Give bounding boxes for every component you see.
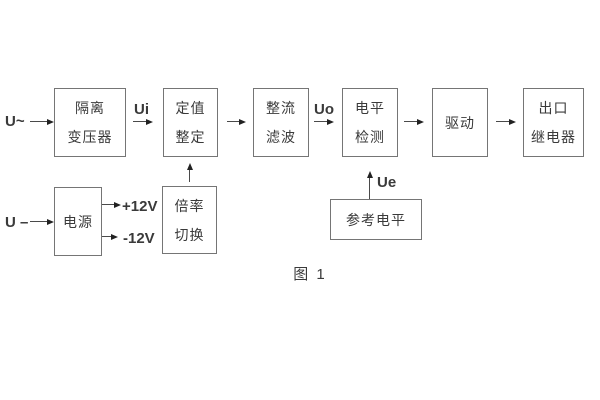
block-label: 参考电平 [346, 211, 406, 228]
block-label: 变压器 [67, 129, 113, 145]
block-label: 出口 [538, 100, 569, 116]
block-label: 滤波 [266, 129, 296, 145]
block-label: 电源 [63, 213, 93, 230]
block-level-detect: 电平 检测 [342, 88, 398, 157]
block-setting-adjust: 定值 整定 [163, 88, 218, 157]
arrow-ratio-to-setting-icon [187, 163, 194, 182]
arrow-uo-signal-icon [314, 119, 334, 126]
arrow-ui-signal-icon [133, 119, 153, 126]
block-label: 整定 [175, 129, 206, 145]
block-label: 定值 [175, 100, 206, 116]
input-label-dc: U – [5, 214, 29, 231]
arrow-level-to-driver-icon [404, 119, 424, 126]
signal-label-minus12v: -12V [123, 230, 155, 247]
block-ratio-switch: 倍率 切换 [162, 186, 217, 254]
block-isolation-transformer: 隔离 变压器 [54, 88, 126, 157]
block-label: 隔离 [75, 100, 105, 116]
block-label: 检测 [355, 129, 385, 145]
arrow-ue-signal-icon [367, 171, 374, 199]
block-label: 整流 [266, 100, 296, 116]
block-label: 继电器 [531, 129, 576, 145]
arrow-plus12v-icon [102, 202, 121, 209]
input-label-ac: U~ [5, 113, 25, 130]
arrow-setting-to-rectifier-icon [227, 119, 246, 126]
arrow-ac-input-icon [30, 119, 54, 126]
figure-caption: 图 1 [293, 266, 327, 283]
block-output-relay: 出口 继电器 [523, 88, 584, 157]
arrow-driver-to-relay-icon [496, 119, 516, 126]
block-label: 驱动 [445, 114, 475, 131]
block-label: 切换 [174, 226, 205, 243]
arrow-dc-input-icon [30, 219, 54, 226]
block-driver: 驱动 [432, 88, 488, 157]
block-label: 电平 [355, 100, 385, 116]
block-reference-level: 参考电平 [330, 199, 422, 240]
block-label: 倍率 [174, 197, 205, 214]
block-rectifier-filter: 整流 滤波 [253, 88, 309, 157]
signal-label-ue: Ue [377, 174, 397, 191]
signal-label-uo: Uo [314, 101, 334, 118]
signal-label-plus12v: +12V [122, 198, 158, 215]
arrow-minus12v-icon [102, 234, 118, 241]
block-power-supply: 电源 [54, 187, 102, 256]
signal-label-ui: Ui [134, 101, 149, 118]
